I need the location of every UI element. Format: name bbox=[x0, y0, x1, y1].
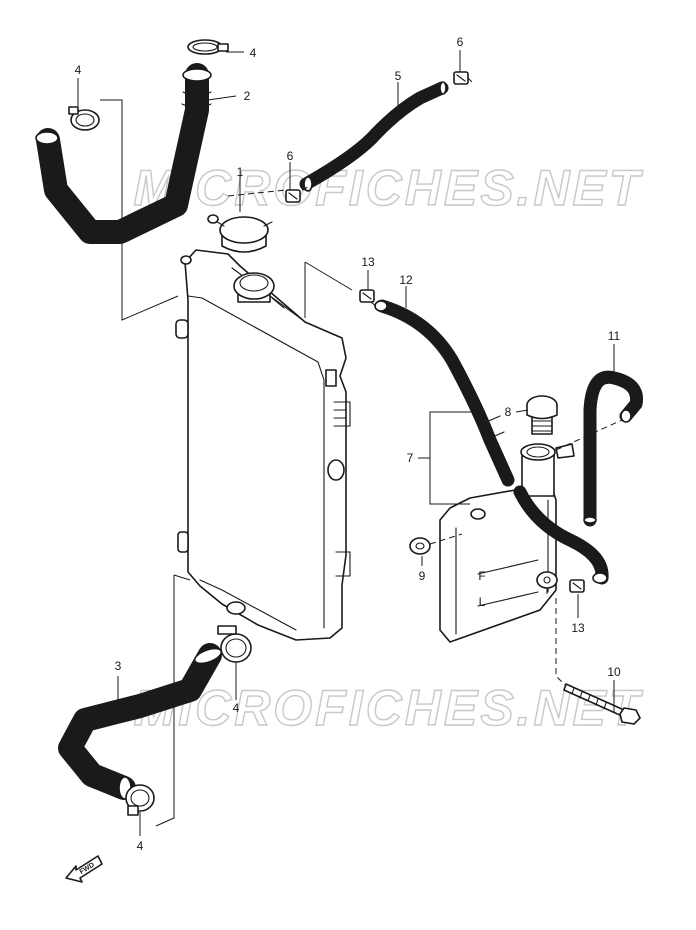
radiator-cap bbox=[207, 214, 273, 253]
radiator-filler-neck bbox=[233, 272, 285, 309]
hose-clamp-lower-bottom bbox=[125, 784, 155, 816]
callout-13-lower: 13 bbox=[571, 621, 585, 635]
reservoir-hose-lower bbox=[513, 485, 609, 585]
callout-4-lower-middle: 4 bbox=[233, 701, 240, 715]
reservoir-full-mark: F bbox=[478, 569, 485, 583]
callout-8: 8 bbox=[505, 405, 512, 419]
callout-10: 10 bbox=[607, 665, 621, 679]
breather-hose-11 bbox=[583, 370, 644, 527]
callout-4-lower-left: 4 bbox=[137, 839, 144, 853]
grommet-9 bbox=[409, 537, 431, 555]
callout-3: 3 bbox=[115, 659, 122, 673]
radiator-core bbox=[175, 249, 351, 641]
callout-4-upper-right: 4 bbox=[250, 46, 257, 60]
callout-2: 2 bbox=[244, 89, 251, 103]
hose-clamp-upper-top bbox=[187, 39, 229, 55]
hose-clamp-lower-top bbox=[217, 625, 252, 663]
hose-clip-13-upper bbox=[359, 289, 375, 303]
upper-radiator-hose bbox=[35, 63, 212, 244]
callout-7: 7 bbox=[407, 451, 414, 465]
callout-11: 11 bbox=[608, 329, 621, 343]
overflow-hose-12 bbox=[374, 299, 515, 487]
callout-9: 9 bbox=[419, 569, 426, 583]
callout-4-upper-left: 4 bbox=[75, 63, 82, 77]
reference-lines bbox=[100, 77, 623, 827]
reservoir-low-mark: L bbox=[479, 595, 486, 609]
callout-5: 5 bbox=[395, 69, 402, 83]
reservoir-tank bbox=[439, 443, 575, 643]
callout-6-upper: 6 bbox=[457, 35, 464, 49]
callout-1: 1 bbox=[237, 165, 244, 179]
callout-12: 12 bbox=[399, 273, 413, 287]
hose-clip-6-lower bbox=[285, 189, 301, 203]
callout-6-lower: 6 bbox=[287, 149, 294, 163]
hose-clip-13-lower bbox=[569, 579, 585, 593]
reservoir-cap bbox=[526, 395, 558, 435]
hose-clamp-upper-left bbox=[68, 106, 100, 131]
watermark-top: MICROFICHES.NET bbox=[134, 160, 644, 216]
hose-clip-6-upper bbox=[453, 71, 469, 85]
watermark-bottom: MICROFICHES.NET bbox=[134, 680, 644, 736]
callouts: 1 2 3 4 4 4 4 5 6 6 7 8 9 10 11 12 bbox=[75, 35, 621, 853]
callout-13-upper: 13 bbox=[361, 255, 375, 269]
lower-radiator-hose bbox=[58, 643, 223, 800]
forward-arrow-icon: FWD bbox=[65, 855, 103, 883]
mounting-bolt-10 bbox=[563, 683, 641, 725]
